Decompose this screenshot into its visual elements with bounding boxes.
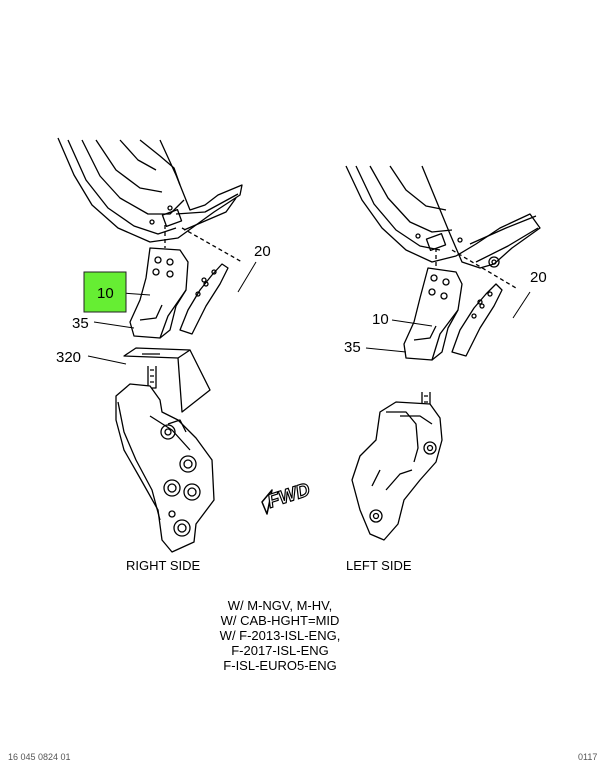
applicability-note: W/ M-NGV, M-HV, W/ CAB-HGHT=MID W/ F-201… bbox=[180, 598, 380, 673]
callout-left-20[interactable]: 20 bbox=[530, 269, 547, 286]
right-leader-lines bbox=[87, 261, 257, 365]
left-alignment-line-2 bbox=[451, 249, 517, 289]
left-engine-mount bbox=[351, 401, 443, 541]
left-side-assembly bbox=[345, 165, 541, 541]
callout-left-10[interactable]: 10 bbox=[372, 311, 389, 328]
applicability-line-1: W/ M-NGV, M-HV, bbox=[227, 598, 333, 613]
right-side-assembly bbox=[57, 137, 243, 553]
applicability-line-5: F-ISL-EURO5-ENG bbox=[223, 658, 337, 673]
footer-left: 16 045 0824 01 bbox=[8, 752, 71, 762]
fwd-label: FWD bbox=[265, 479, 313, 512]
fwd-arrow-icon bbox=[261, 489, 273, 515]
right-alignment-line-2 bbox=[181, 227, 243, 263]
left-frame-rail bbox=[345, 165, 541, 269]
left-leader-lines bbox=[365, 291, 531, 353]
right-stud bbox=[147, 366, 157, 389]
fwd-arrow: FWD bbox=[261, 479, 314, 515]
left-insulator-20 bbox=[451, 283, 503, 357]
footer-right: 0117 bbox=[578, 752, 598, 762]
left-bracket-10 bbox=[403, 267, 463, 361]
highlight-box-part-10 bbox=[83, 271, 127, 313]
caption-right-side: RIGHT SIDE bbox=[126, 558, 201, 573]
right-engine-mount bbox=[115, 383, 215, 553]
caption-left-side: LEFT SIDE bbox=[346, 558, 412, 573]
applicability-line-3: W/ F-2013-ISL-ENG, bbox=[219, 628, 341, 643]
applicability-line-4: F-2017-ISL-ENG bbox=[231, 643, 329, 658]
applicability-line-2: W/ CAB-HGHT=MID bbox=[220, 613, 340, 628]
callout-right-10[interactable]: 10 bbox=[97, 285, 114, 302]
callout-right-320[interactable]: 320 bbox=[56, 349, 81, 366]
right-pad-320 bbox=[123, 347, 211, 413]
callout-left-35[interactable]: 35 bbox=[344, 339, 361, 356]
right-insulator-20 bbox=[179, 263, 229, 335]
right-frame-rail bbox=[57, 137, 243, 243]
callout-right-20[interactable]: 20 bbox=[254, 243, 271, 260]
right-bracket-10 bbox=[129, 247, 189, 339]
callout-right-35[interactable]: 35 bbox=[72, 315, 89, 332]
